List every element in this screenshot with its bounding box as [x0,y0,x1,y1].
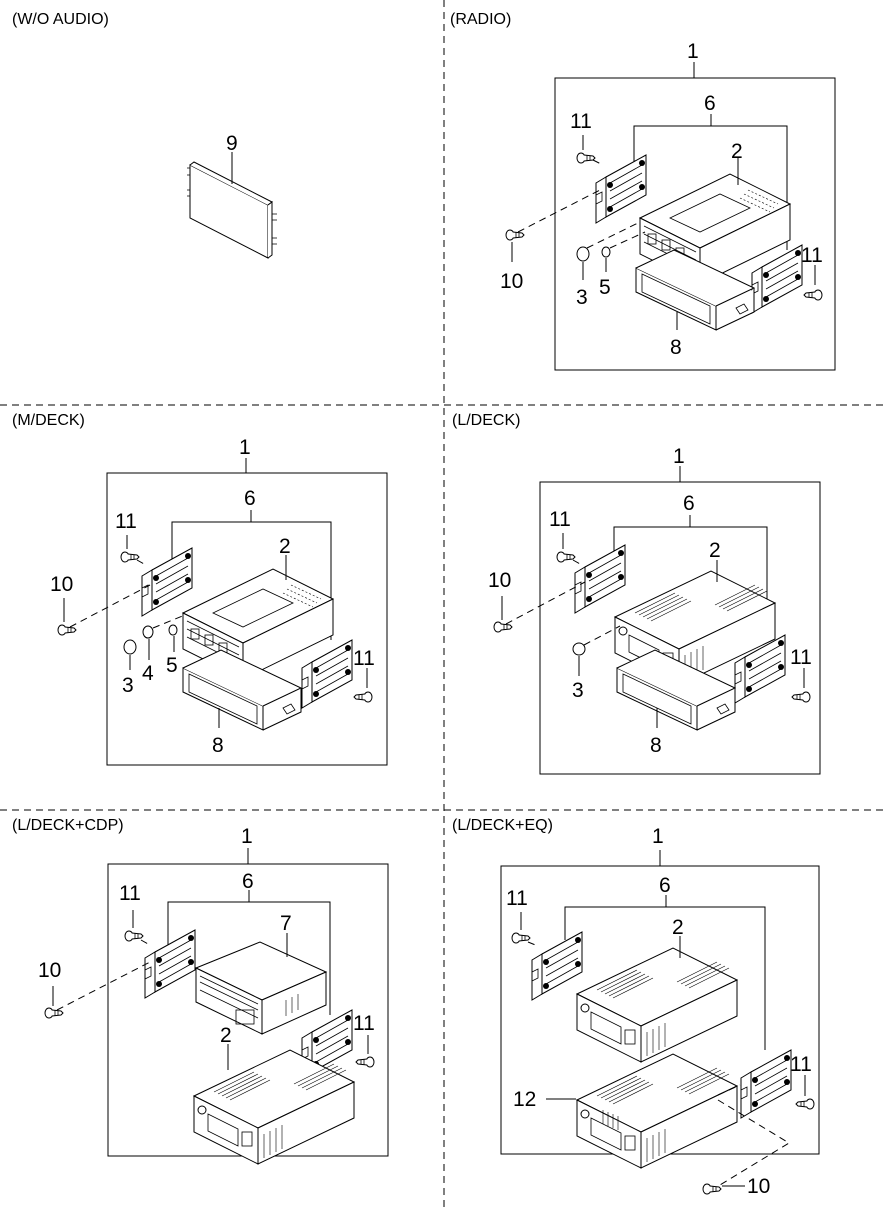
screw-left [511,932,531,944]
callout-8: 8 [670,336,682,359]
screw-outer [493,621,513,633]
callout-3: 3 [572,679,584,702]
bracket-right [740,1049,792,1119]
panel-title: (W/O AUDIO) [12,11,109,28]
bracket-left [141,547,193,617]
callout-1: 1 [239,436,251,459]
knob-large [572,642,586,656]
callout-11-left: 11 [549,508,571,531]
callout-11-right: 11 [801,244,823,267]
assembly-box [106,472,388,766]
callout-5: 5 [599,276,611,299]
screw-right [353,691,373,703]
screw-left [556,551,576,563]
bracket-left [595,154,647,224]
callout-4: 4 [142,662,154,685]
panel-l-deck: (L/DECK) 1 6 2 8 11 11 10 3 [452,412,821,775]
screw-outer [44,1007,64,1019]
screw-outer [57,624,77,636]
callout-3: 3 [576,286,588,309]
callout-10: 10 [50,573,73,596]
assembly-box [554,77,836,371]
callout-12: 12 [513,1088,536,1111]
panel-title: (L/DECK) [452,412,520,429]
callout-11-left: 11 [115,510,137,533]
knob-medium [142,625,154,639]
callout-6: 6 [704,92,716,115]
screw-left [576,152,596,164]
screw-right [355,1056,375,1068]
callout-11-right: 11 [790,1053,812,1076]
callout-2: 2 [279,535,291,558]
screw-right [791,691,811,703]
panel-m-deck: (M/DECK) 1 6 2 8 11 11 10 3 4 5 [12,412,388,766]
bracket-right [301,639,353,709]
callout-11-left: 11 [506,887,528,910]
callout-1: 1 [241,825,253,848]
knob-large [576,246,590,262]
head-unit-ldeck [193,1049,355,1165]
knob-small [601,246,611,258]
callout-11-left: 11 [119,882,141,905]
callout-11-left: 11 [570,110,592,133]
callout-10: 10 [747,1175,770,1198]
head-unit-ldeck [576,947,738,1063]
screw-outer [505,229,525,241]
callout-10: 10 [488,569,511,592]
callout-8: 8 [650,734,662,757]
callout-2: 2 [672,916,684,939]
panel-title: (L/DECK+CDP) [12,817,124,834]
callout-11-right: 11 [353,1012,375,1035]
callout-1: 1 [652,825,664,848]
callout-2: 2 [220,1024,232,1047]
screw-outer [702,1183,722,1195]
callout-10: 10 [38,959,61,982]
panel-wo-audio: (W/O AUDIO) 9 [12,11,277,259]
callout-2: 2 [709,539,721,562]
panel-title: (L/DECK+EQ) [452,817,553,834]
bracket-set-leader [564,906,766,1050]
callout-10: 10 [500,270,523,293]
knob-large [123,639,137,655]
cd-player-unit [194,941,328,1035]
callout-6: 6 [659,874,671,897]
callout-2: 2 [731,140,743,163]
bracket-left [531,931,583,1001]
screw-right [795,1098,815,1110]
callout-1: 1 [673,445,685,468]
screw-left [120,551,140,563]
callout-6: 6 [244,487,256,510]
callout-9: 9 [226,132,238,155]
bracket-left [144,929,196,999]
panel-title: (M/DECK) [12,412,85,429]
callout-8: 8 [212,734,224,757]
callout-7: 7 [280,912,292,935]
bracket-left [574,544,626,614]
callout-6: 6 [242,870,254,893]
callout-3: 3 [122,674,134,697]
screw-right [803,289,823,301]
callout-1: 1 [687,40,699,63]
blank-cover-part [187,161,277,259]
callout-11-right: 11 [353,647,375,670]
callout-11-right: 11 [790,646,812,669]
panel-title: (RADIO) [450,11,511,28]
panel-radio: (RADIO) 1 6 2 8 11 11 10 3 5 [450,11,836,371]
knob-small [168,624,178,636]
panel-l-deck-cdp: (L/DECK+CDP) 1 6 7 2 11 11 10 [12,817,389,1165]
callout-6: 6 [683,492,695,515]
callout-5: 5 [166,654,178,677]
pocket-tray [182,649,302,731]
equalizer-unit [576,1053,738,1169]
screw-left [124,930,144,942]
panel-l-deck-eq: (L/DECK+EQ) 1 6 2 12 11 11 10 [452,817,820,1198]
